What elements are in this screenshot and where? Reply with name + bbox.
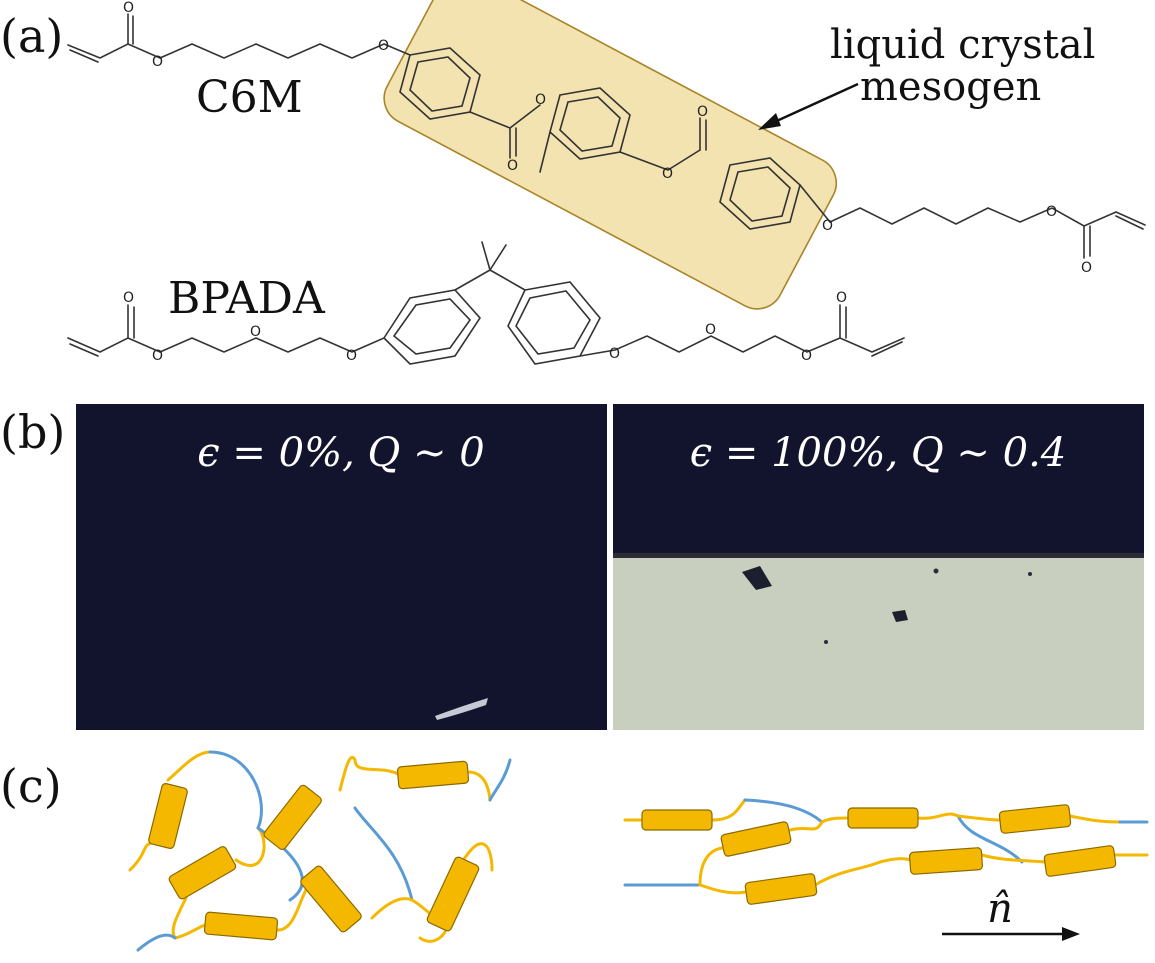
mesogen-highlight bbox=[383, 0, 838, 310]
oxygen-atom: O bbox=[1081, 260, 1092, 276]
director-label: n̂ bbox=[987, 886, 1013, 932]
micrograph-right: ϵ = 100%, Q ∼ 0.4 bbox=[613, 404, 1144, 730]
oxygen-atom: O bbox=[250, 324, 261, 340]
oxygen-atom: O bbox=[123, 290, 134, 306]
network-disordered bbox=[128, 750, 512, 952]
annotation-arrow bbox=[758, 82, 859, 130]
c6m-structure: O O O O O O O O O O bbox=[67, 0, 1146, 276]
oxygen-atom: O bbox=[378, 38, 389, 54]
molecule-name-c6m: C6M bbox=[196, 72, 303, 123]
director-arrow: n̂ bbox=[942, 886, 1080, 941]
panel-label-c: (c) bbox=[0, 759, 62, 813]
micrograph-right-caption: ϵ = 100%, Q ∼ 0.4 bbox=[690, 430, 1066, 476]
oxygen-atom: O bbox=[1046, 204, 1057, 220]
oxygen-atom: O bbox=[152, 54, 163, 70]
oxygen-atom: O bbox=[822, 218, 833, 234]
bpada-structure: O O O O O O O O bbox=[67, 241, 905, 365]
panel-label-a: (a) bbox=[0, 9, 63, 63]
oxygen-atom: O bbox=[609, 346, 620, 362]
micrograph-left-caption: ϵ = 0%, Q ∼ 0 bbox=[197, 430, 484, 476]
molecule-name-bpada: BPADA bbox=[168, 273, 326, 324]
oxygen-atom: O bbox=[152, 348, 163, 364]
oxygen-atom: O bbox=[507, 158, 518, 174]
oxygen-atom: O bbox=[535, 92, 546, 108]
annotation-line-2: mesogen bbox=[860, 64, 1041, 110]
oxygen-atom: O bbox=[705, 322, 716, 338]
oxygen-atom: O bbox=[346, 348, 357, 364]
oxygen-atom: O bbox=[836, 290, 847, 306]
oxygen-atom: O bbox=[123, 0, 134, 16]
panel-label-b: (b) bbox=[0, 405, 65, 459]
oxygen-atom: O bbox=[801, 348, 812, 364]
annotation-line-1: liquid crystal bbox=[830, 22, 1095, 68]
oxygen-atom: O bbox=[697, 104, 708, 120]
oxygen-atom: O bbox=[662, 166, 673, 182]
micrograph-left: ϵ = 0%, Q ∼ 0 bbox=[76, 404, 607, 730]
network-aligned bbox=[623, 798, 1149, 905]
